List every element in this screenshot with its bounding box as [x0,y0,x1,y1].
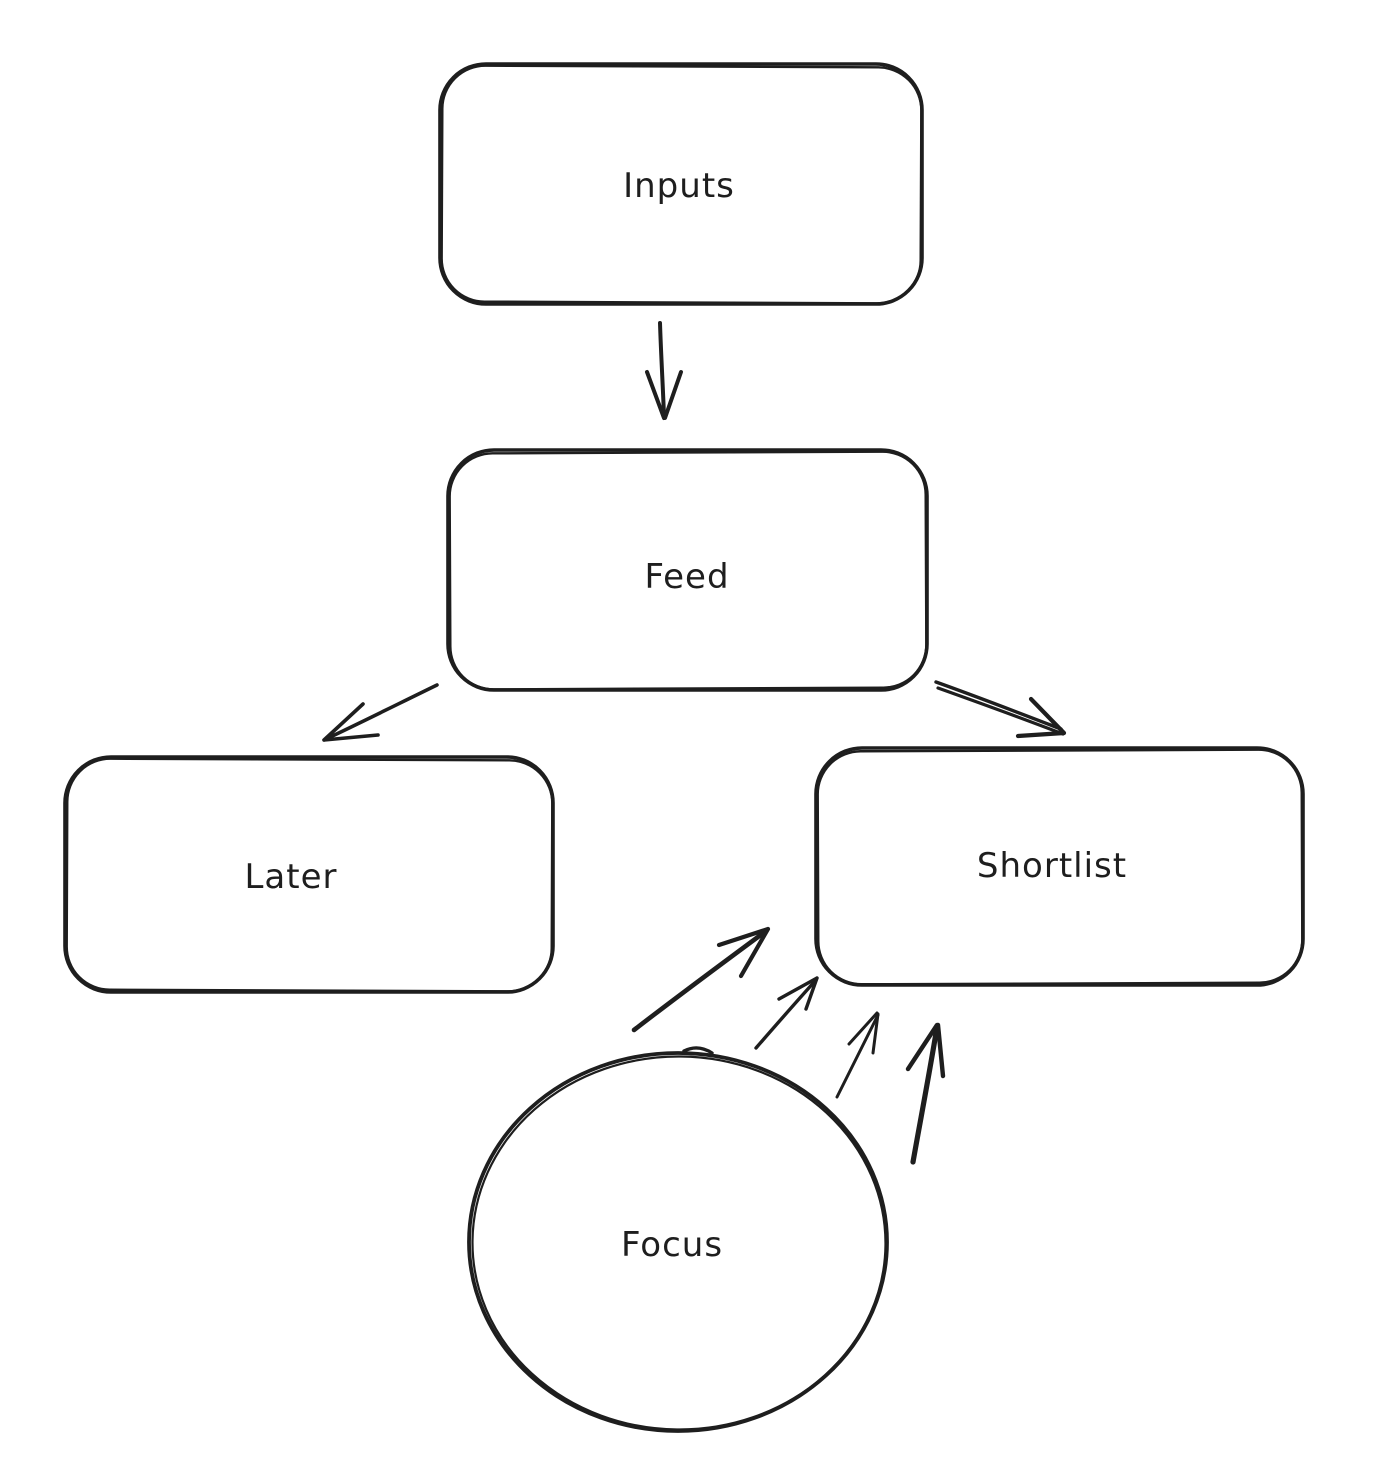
focus-circle-stroke-notch [682,1046,714,1055]
arrow-focus-to-shortlist-4 [905,1022,946,1165]
focus-circle-overstroke [471,1055,887,1431]
later-box-overstroke [65,757,554,993]
arrowhead-icon [847,1011,880,1055]
later-label: Later [244,857,337,897]
arrow-shaft-overstroke [936,686,1065,736]
arrow-shaft [324,683,439,741]
arrowhead-icon [645,370,683,420]
arrowhead-icon [777,976,819,1011]
arrow-shaft [631,928,769,1033]
arrow-focus-to-shortlist-1 [631,926,771,1033]
node-inputs: Inputs [438,62,924,306]
inputs-box-overstroke [440,64,923,305]
arrowhead-icon [905,1022,946,1079]
arrow-shaft [658,321,666,418]
node-later: Later [63,755,555,994]
arrow-shaft [835,1013,880,1099]
inputs-label: Inputs [623,166,735,206]
node-feed: Feed [446,448,929,692]
shortlist-label: Shortlist [977,846,1127,886]
arrow-inputs-to-feed [645,321,683,420]
arrow-focus-to-shortlist-3 [835,1011,880,1099]
arrow-shaft [934,680,1063,731]
arrow-focus-to-shortlist-2 [754,976,819,1050]
arrowhead-icon [1015,696,1067,739]
arrow-feed-to-later [322,683,439,742]
feed-label: Feed [644,557,729,597]
arrow-shaft [910,1024,940,1165]
focus-label: Focus [621,1225,723,1265]
node-shortlist: Shortlist [814,746,1305,987]
shortlist-box-overstroke [816,748,1304,986]
focus-circle-shape [467,1051,889,1433]
arrowhead-icon [322,702,380,742]
feed-box-overstroke [448,450,928,691]
arrow-feed-to-shortlist [934,680,1067,739]
arrow-shaft [754,978,818,1050]
arrowhead-icon [716,926,771,979]
node-focus: Focus [467,1046,889,1433]
